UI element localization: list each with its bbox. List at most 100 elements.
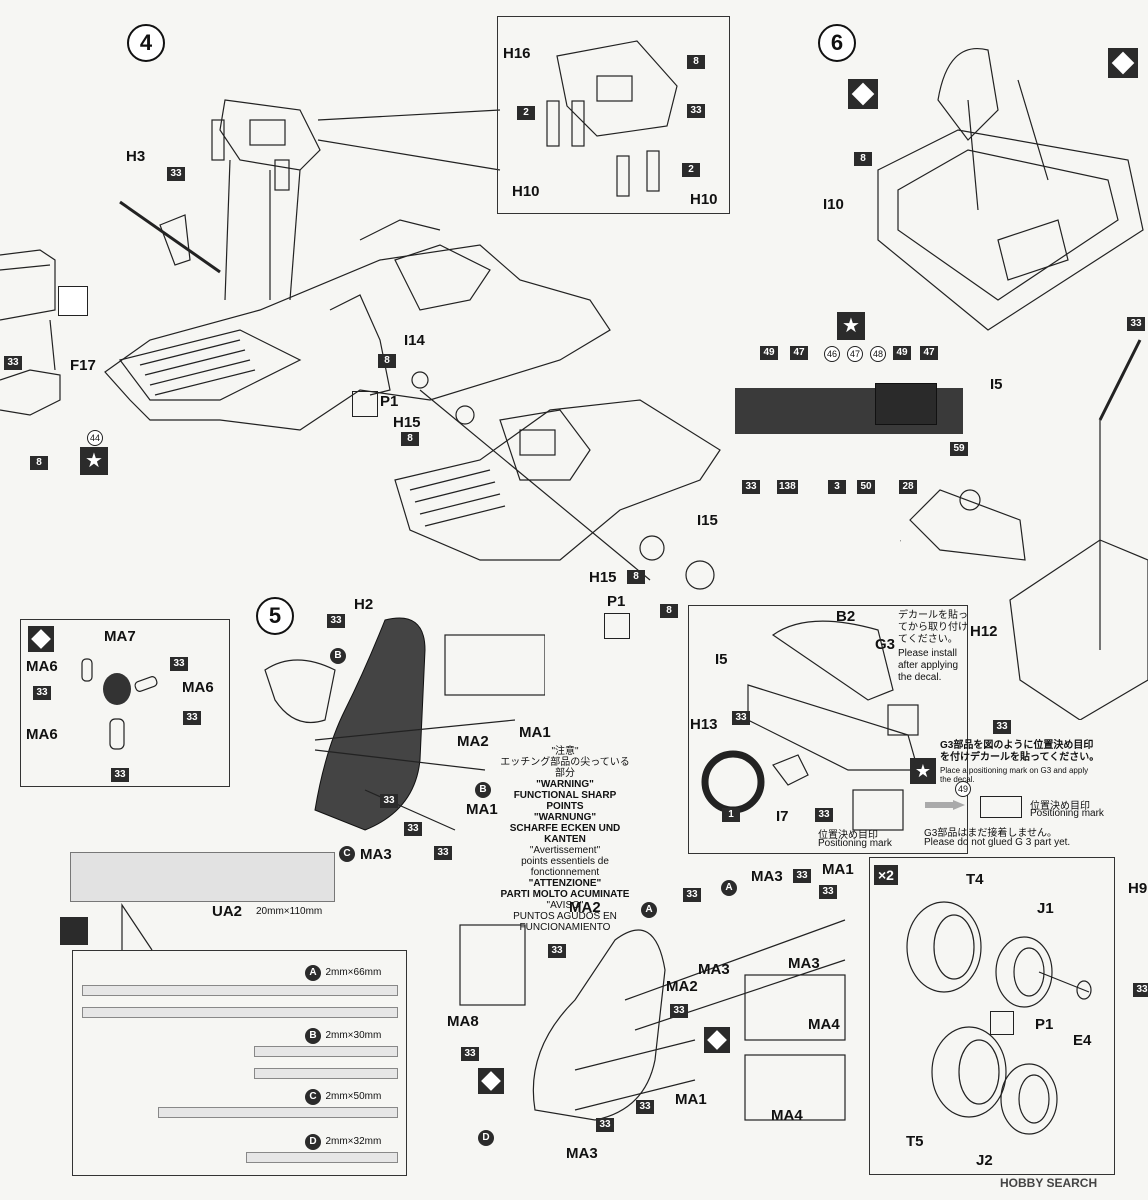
- strip-letter-badge: A: [721, 880, 737, 896]
- pos-mark-jp: 位置決め目印: [818, 830, 878, 841]
- part-i5: I5: [990, 376, 1003, 393]
- step-6-number: 6: [818, 24, 856, 62]
- paint-badge: 8: [627, 570, 645, 584]
- part-i10: I10: [823, 196, 844, 213]
- no-glue-icon: [352, 391, 378, 417]
- part-i5: I5: [715, 651, 728, 668]
- strip-letter-badge: B: [305, 1028, 321, 1044]
- part-ma2: MA2: [666, 978, 698, 995]
- warning-it1: "ATTENZIONE": [528, 878, 602, 889]
- strips-panel: [72, 950, 407, 1176]
- part-ma2: MA2: [457, 733, 489, 750]
- no-glue-icon: [990, 1011, 1014, 1035]
- pos-mark-en: Positioning mark: [1030, 808, 1104, 819]
- warning-jp2: エッチング部品の尖っている部分: [500, 757, 630, 779]
- part-ma1: MA1: [466, 801, 498, 818]
- strip-c1: [158, 1107, 398, 1118]
- wheels-panel: [869, 857, 1115, 1175]
- paint-badge: 33: [687, 104, 705, 118]
- part-h2: H2: [354, 596, 374, 613]
- part-t5: T5: [906, 1133, 924, 1150]
- warning-de2: SCHARFE ECKEN UND KANTEN: [509, 823, 621, 845]
- part-ma1: MA1: [519, 724, 551, 741]
- step4-chassis-drawing: [0, 99, 721, 590]
- part-ma3: MA3: [698, 961, 730, 978]
- strip-letter-badge: B: [475, 782, 491, 798]
- paint-badge: 33: [170, 657, 188, 671]
- pos-mark-en: Positioning mark: [818, 838, 892, 849]
- warning-fr1: "Avertissement": [529, 845, 601, 856]
- part-h13: H13: [690, 716, 718, 733]
- part-ma3: MA3: [566, 1145, 598, 1162]
- part-i14: I14: [404, 332, 425, 349]
- strip-size: 2mm×50mm: [325, 1091, 382, 1102]
- paint-badge: 33: [548, 944, 566, 958]
- part-ma2: MA2: [569, 899, 601, 916]
- part-p1: P1: [1035, 1016, 1054, 1033]
- part-ma4: MA4: [771, 1107, 803, 1124]
- diamond-icon: [478, 1068, 504, 1094]
- g3-note-jp: G3部品を図のように位置決め目印を付けデカールを貼ってください。: [940, 740, 1100, 763]
- paint-circle: 48: [870, 346, 886, 362]
- warning-block: "注意" エッチング部品の尖っている部分 "WARNING" FUNCTIONA…: [500, 746, 630, 933]
- paint-badge: 33: [993, 720, 1011, 734]
- step-4-number: 4: [127, 24, 165, 62]
- step4-inset-drawing: [546, 40, 678, 197]
- part-f17: F17: [70, 357, 96, 374]
- gauge-cluster: [875, 383, 937, 425]
- part-ma7: MA7: [104, 628, 136, 645]
- part-ma3: MA3: [788, 955, 820, 972]
- strip-a1: [82, 985, 398, 996]
- paint-badge: 138: [777, 480, 798, 494]
- part-h3: H3: [126, 148, 146, 165]
- paint-badge: 33: [111, 768, 129, 782]
- paint-badge: 33: [1133, 983, 1148, 997]
- strip-letter-badge: A: [305, 965, 321, 981]
- part-h10: H10: [690, 191, 718, 208]
- step6-tub-drawing: [877, 48, 1144, 331]
- spacer: [966, 735, 1096, 736]
- noglue-jp: G3部品はまだ接着しません。: [924, 828, 1058, 839]
- warning-es2: PUNTOS AGUDOS EN FUNCIONAMIENTO: [513, 911, 617, 933]
- roll-bar-drawing: [1098, 339, 1142, 650]
- paint-badge: 2: [517, 106, 535, 120]
- strip-letter-badge: D: [305, 1134, 321, 1150]
- part-t4: T4: [966, 871, 984, 888]
- warning-en2: FUNCTIONAL SHARP POINTS: [513, 790, 617, 812]
- no-glue-icon: [604, 613, 630, 639]
- part-ma6: MA6: [182, 679, 214, 696]
- paint-badge: 59: [950, 442, 968, 456]
- paint-badge: 28: [899, 480, 917, 494]
- warning-it2: PARTI MOLTO ACUMINATE: [500, 889, 630, 900]
- strip-size: 2mm×32mm: [325, 1136, 382, 1147]
- paint-badge: 33: [434, 846, 452, 860]
- paint-circle: 44: [87, 430, 103, 446]
- paint-circle: 47: [847, 346, 863, 362]
- paint-badge: 8: [401, 432, 419, 446]
- paint-badge: 33: [793, 869, 811, 883]
- paint-badge: 49: [893, 346, 911, 360]
- strip-size: 2mm×66mm: [325, 967, 382, 978]
- paint-badge: 33: [167, 167, 185, 181]
- part-j1: J1: [1037, 900, 1054, 917]
- part-b2: B2: [836, 608, 856, 625]
- warning-jp1: "注意": [551, 746, 579, 757]
- strip-letter-badge: A: [641, 902, 657, 918]
- paint-badge: 8: [660, 604, 678, 618]
- step-5-number: 5: [256, 597, 294, 635]
- diamond-icon: [704, 1027, 730, 1053]
- strip-c-label: C 2mm×50mm: [305, 1086, 381, 1105]
- part-h15: H15: [589, 569, 617, 586]
- paint-badge: 33: [404, 822, 422, 836]
- paint-badge: 8: [30, 456, 48, 470]
- airbrush-icon: [58, 286, 88, 316]
- paint-badge: 49: [760, 346, 778, 360]
- ua2-label: UA2: [212, 903, 243, 920]
- warning-fr2: points essentiels de fonctionnement: [521, 856, 609, 878]
- strip-letter-badge: C: [339, 846, 355, 862]
- part-p1: P1: [607, 593, 626, 610]
- star-icon: ★: [910, 758, 936, 784]
- part-i7: I7: [776, 808, 789, 825]
- part-ma1: MA1: [675, 1091, 707, 1108]
- step4-inset-box: [497, 16, 730, 214]
